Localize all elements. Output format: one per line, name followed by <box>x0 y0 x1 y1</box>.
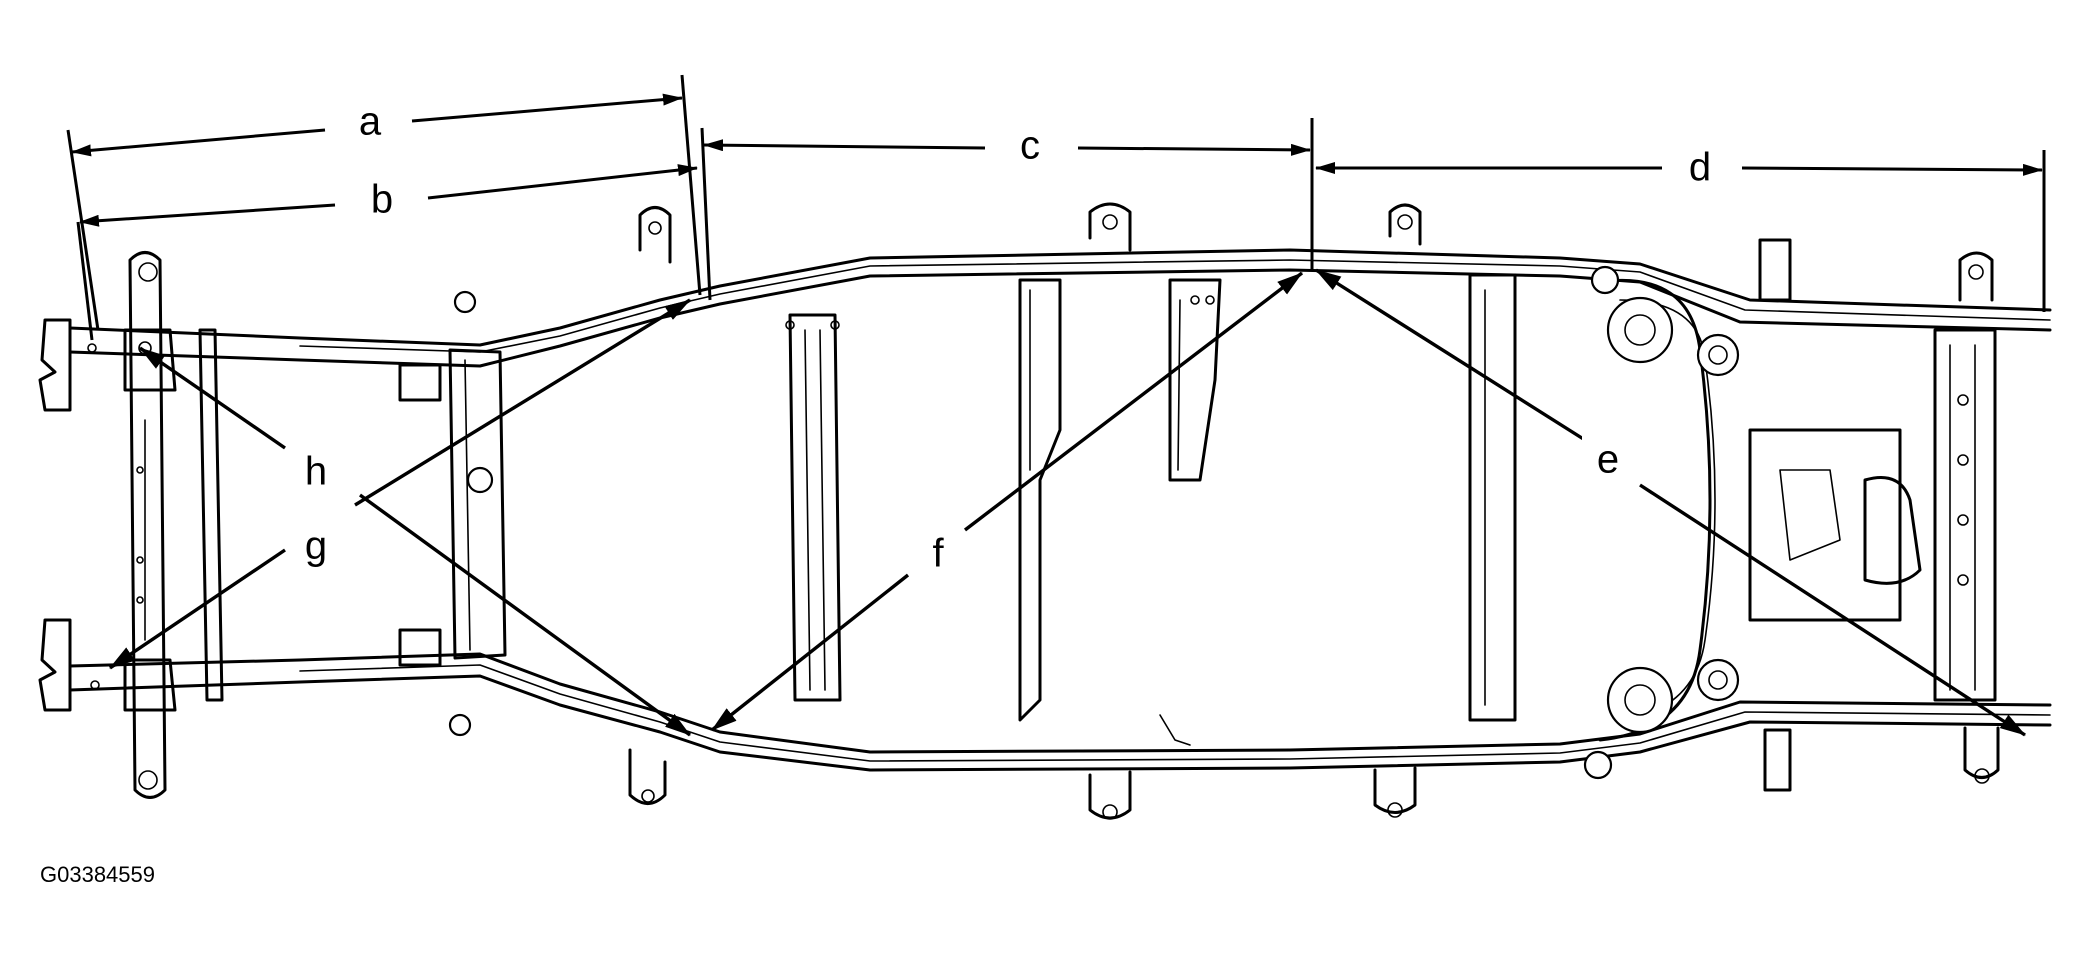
front-right-bracket <box>38 618 177 712</box>
dimension-c-right <box>1077 143 1311 156</box>
front-cross-member <box>128 251 224 799</box>
extension-line-a-end <box>680 74 702 296</box>
dimension-d-right <box>1741 163 2043 176</box>
diagonal-h-upper <box>139 346 286 450</box>
front-left-bracket <box>38 318 177 412</box>
label-a: a <box>359 100 382 144</box>
label-b: b <box>371 178 393 222</box>
label-f: f <box>932 532 944 576</box>
diagonal-f-lower <box>710 573 910 732</box>
frame-drawing <box>38 202 2052 820</box>
label-c: c <box>1020 124 1040 168</box>
diagonal-e-upper <box>1315 268 1586 442</box>
label-g: g <box>305 524 327 568</box>
diagonal-f-upper <box>963 271 1304 532</box>
second-cross-member <box>398 290 507 737</box>
diagonal-e-lower <box>1639 483 2026 737</box>
dimension-b-right <box>427 164 698 200</box>
diagonal-g-upper <box>354 298 691 507</box>
dimension-b-left <box>79 203 336 227</box>
diagonal-lines <box>109 268 2026 737</box>
label-e: e <box>1597 438 1619 482</box>
center-cross-member <box>785 278 1062 722</box>
dimension-a-left <box>71 128 326 157</box>
extension-line-front-inner <box>76 221 94 341</box>
labels: a b c d e f g h G03384559 <box>40 100 1711 887</box>
diagonal-g-lower <box>109 548 286 670</box>
extension-line-front-outer <box>66 129 100 331</box>
figure-code: G03384559 <box>40 862 155 887</box>
lower-body-mounts <box>628 726 2000 820</box>
dimension-lines <box>66 74 2046 341</box>
dimension-c-left <box>703 139 986 152</box>
dimension-a-right <box>411 93 683 123</box>
label-h: h <box>305 450 327 494</box>
rear-suspension-crossmember <box>1468 265 1922 780</box>
extension-line-c-start <box>700 127 712 301</box>
lower-side-rail <box>68 652 2052 772</box>
rear-cross-member <box>1758 238 1997 792</box>
diagonal-h-lower <box>359 493 691 737</box>
upper-body-mounts <box>638 202 1994 302</box>
label-d: d <box>1689 146 1711 190</box>
transmission-cross-member <box>1159 278 1222 746</box>
